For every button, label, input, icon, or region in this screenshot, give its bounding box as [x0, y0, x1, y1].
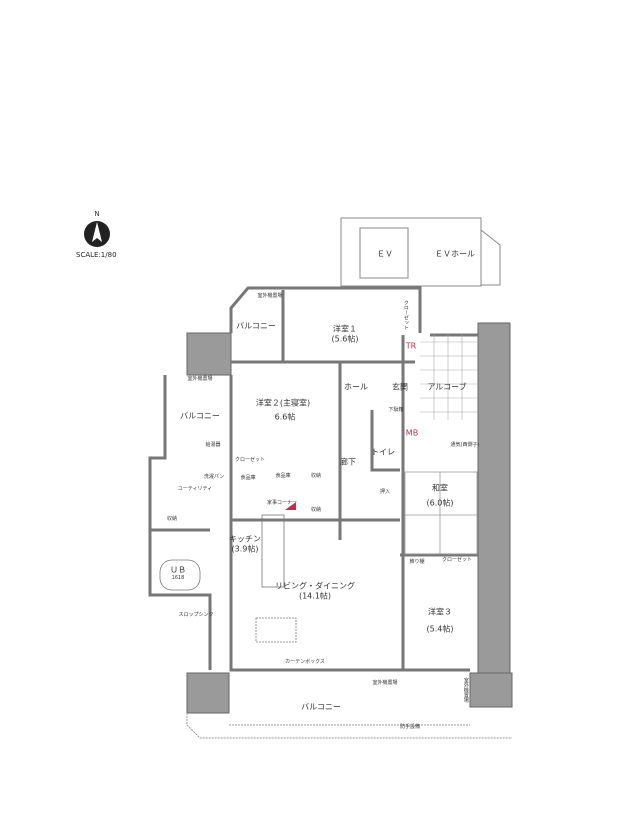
housework-corner-label: 家事コーナー [266, 500, 298, 507]
scale-label: SCALE:1/80 [76, 251, 117, 259]
closet-3-label: クローゼット [441, 557, 473, 564]
storage-1-label: 収納 [310, 473, 322, 480]
western-room-2-size: 6.6帖 [274, 412, 296, 422]
western-room-3-name: 洋室３ [428, 607, 452, 617]
western-room-1-name: 洋室１ [333, 324, 357, 334]
ub-size: 1618 [171, 575, 185, 582]
western-room-2-name: 洋室２(主寝室) [255, 398, 311, 408]
western-room-1-size: (5.6帖) [331, 334, 359, 344]
japanese-room-name: 和室 [432, 483, 448, 493]
closet-1-label: クローゼット [402, 300, 409, 330]
shoe-box-label: 下駄箱 [388, 407, 404, 414]
pantry-2-label: 食品庫 [275, 473, 291, 480]
structural-columns [186, 322, 513, 714]
kitchen-name: キッチン [229, 534, 261, 544]
ub-name: ＵＢ [170, 565, 186, 575]
balcony-west-label: バルコニー [180, 411, 220, 421]
entrance-label: 玄関 [392, 382, 408, 392]
elevator-core [340, 217, 501, 287]
washer-pan-label: 洗濯パン [203, 474, 225, 481]
storage-3-label: 収納 [166, 516, 178, 523]
curtain-box-label: カーテンボックス [285, 659, 325, 666]
western-room-3-size: (5.4帖) [426, 624, 454, 634]
kitchen-furniture [159, 514, 297, 643]
balcony-north-label: バルコニー [236, 321, 276, 331]
railing-label: 防手設備 [399, 724, 421, 731]
outdoor-unit-label: 室外機置場 [372, 680, 398, 687]
living-dining-size: (14.1帖) [298, 591, 332, 601]
toilet-label: トイレ [371, 447, 395, 457]
north-label: N [94, 209, 100, 218]
display-shelf-label: 飾り棚 [409, 559, 425, 566]
oshiire-label: 押入 [379, 489, 391, 496]
ev-hall-label: ＥＶホール [435, 249, 475, 259]
walls [148, 286, 478, 672]
hall-label: ホール [344, 382, 368, 392]
japanese-room-size: (6.0帖) [426, 498, 454, 508]
alcove-label: アルコーブ [427, 382, 467, 392]
tatami-lines [404, 471, 478, 555]
ev-label: ＥＶ [377, 249, 393, 259]
balcony-south-label: バルコニー [301, 702, 341, 712]
pantry-1-label: 食品庫 [240, 475, 256, 482]
utility-label: ユーティリティ [177, 486, 213, 493]
storage-2-label: 収納 [310, 507, 322, 514]
housework-corner-marker [285, 502, 296, 510]
water-heater-label: 給湯器 [205, 442, 221, 449]
living-dining-name: リビング・ダイニング [275, 581, 355, 591]
outdoor-unit-label: 室外機置場 [187, 376, 213, 383]
kitchen-size: (3.9帖) [231, 544, 259, 554]
entrance-tiles [420, 335, 478, 420]
outdoor-unit-label: 室外機置場 [257, 293, 283, 300]
corridor-label: 廊下 [340, 457, 356, 467]
north-compass-icon [84, 221, 110, 247]
outdoor-unit-label: 室外機置場 [462, 677, 469, 703]
mb-label: MB [405, 428, 419, 438]
balcony-outline [186, 713, 512, 739]
closet-2-label: クローゼット [234, 457, 266, 464]
tr-label: TR [405, 341, 417, 351]
slop-sink-label: スロップシンク [178, 612, 214, 619]
vent-label: 通気(西側子) [450, 442, 480, 449]
